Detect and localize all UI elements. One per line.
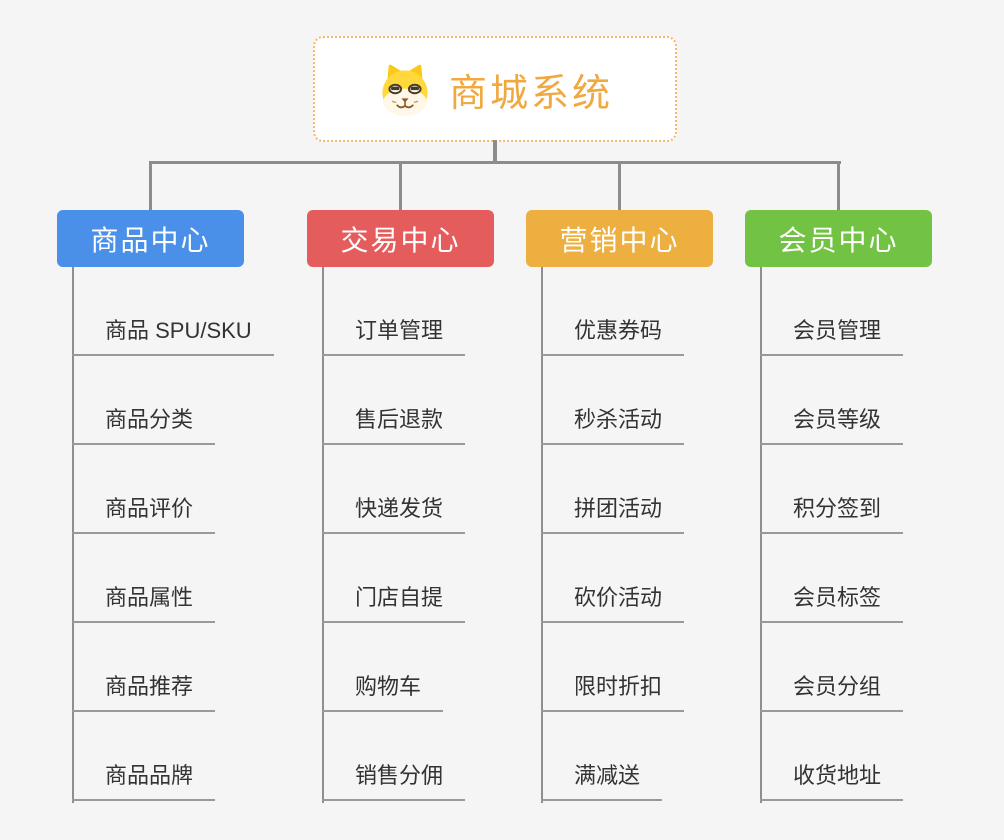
topic-node[interactable]: 会员标签 [760, 583, 904, 623]
root-node-label: 商城系统 [448, 72, 613, 115]
connector-root-stem [493, 140, 497, 163]
topic-node[interactable]: 商品品牌 [72, 761, 216, 801]
topic-node[interactable]: 购物车 [322, 672, 444, 712]
topic-node[interactable]: 售后退款 [322, 405, 466, 445]
dog-face-icon [377, 61, 433, 117]
topic-node[interactable]: 快递发货 [322, 494, 466, 534]
topic-node[interactable]: 会员管理 [760, 316, 904, 356]
topic-node[interactable]: 限时折扣 [541, 672, 685, 712]
topic-node[interactable]: 积分签到 [760, 494, 904, 534]
topic-node[interactable]: 会员等级 [760, 405, 904, 445]
topic-node[interactable]: 秒杀活动 [541, 405, 685, 445]
topic-node[interactable]: 门店自提 [322, 583, 466, 623]
topic-node[interactable]: 销售分佣 [322, 761, 466, 801]
topic-node[interactable]: 商品推荐 [72, 672, 216, 712]
connector-drop-member [837, 161, 840, 211]
branch-marketing-center: 营销中心 优惠券码 秒杀活动 拼团活动 砍价活动 限时折扣 满减送 [526, 210, 786, 803]
branch-trunk-line [541, 267, 543, 803]
connector-horizontal-rail [149, 161, 841, 164]
topic-node[interactable]: 商品 SPU/SKU [72, 316, 274, 356]
topic-node[interactable]: 满减送 [541, 761, 663, 801]
branch-trunk-line [322, 267, 324, 803]
connector-drop-marketing [618, 161, 621, 211]
root-node-mall-system[interactable]: 商城系统 [313, 36, 677, 142]
topic-node[interactable]: 订单管理 [322, 316, 466, 356]
topic-node[interactable]: 商品属性 [72, 583, 216, 623]
branch-trade-center: 交易中心 订单管理 售后退款 快递发货 门店自提 购物车 销售分佣 [307, 210, 567, 803]
topic-node[interactable]: 砍价活动 [541, 583, 685, 623]
branch-trunk-line [72, 267, 74, 803]
connector-drop-trade [399, 161, 402, 211]
topic-node[interactable]: 拼团活动 [541, 494, 685, 534]
branch-node-marketing-center[interactable]: 营销中心 [526, 210, 713, 267]
topic-node[interactable]: 商品评价 [72, 494, 216, 534]
branch-node-trade-center[interactable]: 交易中心 [307, 210, 494, 267]
topic-node[interactable]: 商品分类 [72, 405, 216, 445]
connector-drop-product [149, 161, 152, 211]
topic-node[interactable]: 会员分组 [760, 672, 904, 712]
topic-node[interactable]: 优惠券码 [541, 316, 685, 356]
branch-product-center: 商品中心 商品 SPU/SKU 商品分类 商品评价 商品属性 商品推荐 商品品牌 [57, 210, 317, 803]
branch-node-member-center[interactable]: 会员中心 [745, 210, 932, 267]
branch-trunk-line [760, 267, 762, 803]
branch-node-product-center[interactable]: 商品中心 [57, 210, 244, 267]
branch-member-center: 会员中心 会员管理 会员等级 积分签到 会员标签 会员分组 收货地址 [745, 210, 1004, 803]
topic-node[interactable]: 收货地址 [760, 761, 904, 801]
